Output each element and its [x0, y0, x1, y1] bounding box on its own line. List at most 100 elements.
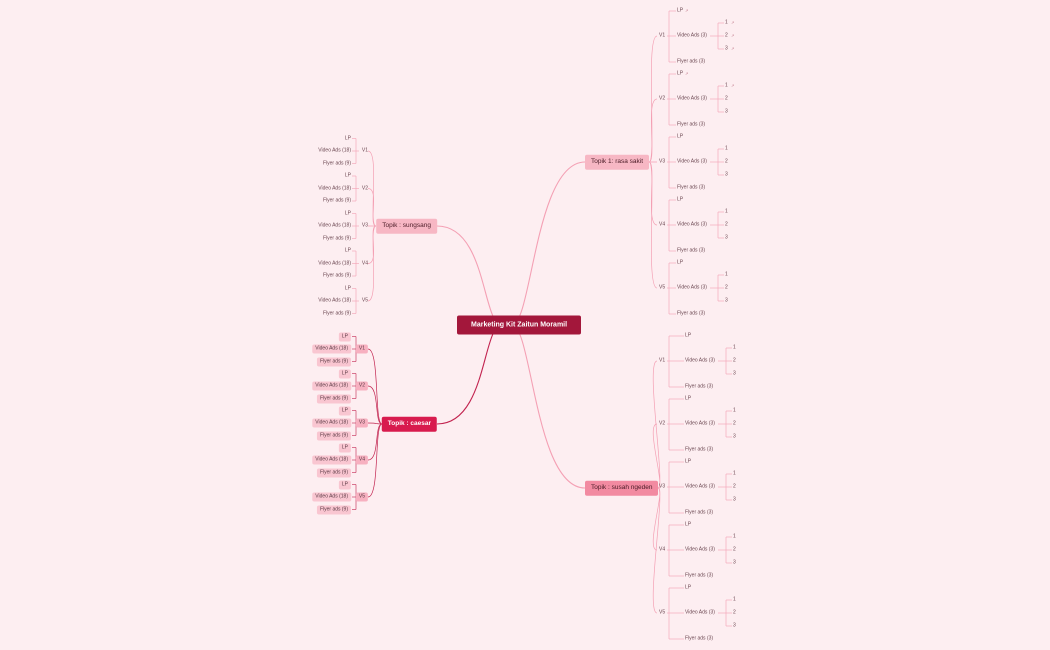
link-icon[interactable]: ↗	[731, 20, 735, 25]
version-node[interactable]: V4	[361, 260, 368, 266]
version-node[interactable]: V2	[659, 95, 666, 102]
lp-node[interactable]: LP	[344, 135, 351, 141]
lp-node[interactable]: LP	[338, 480, 351, 489]
version-node[interactable]: V5	[355, 492, 368, 502]
video-item-node[interactable]: 1	[733, 596, 736, 603]
central-topic[interactable]: Marketing Kit Zaitun Moramil	[457, 315, 582, 335]
video-item-node[interactable]: 1	[733, 470, 736, 477]
video-item-node[interactable]: 1	[725, 271, 728, 278]
version-node[interactable]: V1	[659, 357, 666, 364]
video-item-node[interactable]: 1	[725, 19, 728, 26]
video-item-node[interactable]: 3	[725, 45, 728, 52]
lp-node[interactable]: LP	[685, 521, 692, 528]
flyer-ads-node[interactable]: Flyer ads (9)	[316, 357, 351, 366]
lp-node[interactable]: LP	[344, 172, 351, 179]
video-ads-node[interactable]: Video Ads (18)	[312, 492, 351, 502]
lp-node[interactable]: LP	[338, 406, 351, 415]
flyer-ads-node[interactable]: Flyer ads (3)	[685, 509, 714, 516]
flyer-ads-node[interactable]: Flyer ads (3)	[685, 446, 714, 453]
lp-node[interactable]: LP	[338, 369, 351, 378]
video-item-node[interactable]: 1	[725, 145, 728, 152]
flyer-ads-node[interactable]: Flyer ads (9)	[316, 505, 351, 514]
flyer-ads-node[interactable]: Flyer ads (9)	[316, 468, 351, 477]
lp-node[interactable]: LP	[685, 395, 692, 402]
video-item-node[interactable]: 3	[725, 108, 728, 115]
lp-node[interactable]: LP	[338, 332, 351, 341]
video-item-node[interactable]: 3	[733, 370, 736, 377]
version-node[interactable]: V5	[659, 284, 666, 291]
version-node[interactable]: V5	[361, 297, 368, 304]
video-item-node[interactable]: 2	[725, 284, 728, 291]
flyer-ads-node[interactable]: Flyer ads (3)	[677, 121, 706, 128]
video-ads-node[interactable]: Video Ads (18)	[312, 344, 351, 354]
video-ads-node[interactable]: Video Ads (18)	[318, 222, 351, 229]
flyer-ads-node[interactable]: Flyer ads (9)	[322, 160, 351, 166]
video-item-node[interactable]: 1	[733, 533, 736, 540]
flyer-ads-node[interactable]: Flyer ads (3)	[685, 572, 714, 579]
link-icon[interactable]: ↗	[731, 83, 735, 88]
video-ads-node[interactable]: Video Ads (3)	[677, 221, 707, 228]
video-ads-node[interactable]: Video Ads (3)	[677, 284, 707, 291]
video-ads-node[interactable]: Video Ads (3)	[685, 483, 715, 490]
video-item-node[interactable]: 2	[725, 95, 728, 102]
video-item-node[interactable]: 2	[733, 546, 736, 553]
version-node[interactable]: V2	[659, 420, 666, 427]
version-node[interactable]: V2	[361, 185, 368, 191]
video-item-node[interactable]: 1	[733, 344, 736, 351]
video-ads-node[interactable]: Video Ads (3)	[685, 420, 715, 427]
video-item-node[interactable]: 2	[733, 609, 736, 616]
lp-node[interactable]: LP	[677, 7, 684, 14]
flyer-ads-node[interactable]: Flyer ads (9)	[316, 394, 351, 403]
topic-node[interactable]: Topik : susah ngeden	[585, 480, 659, 496]
video-item-node[interactable]: 2	[733, 483, 736, 490]
video-item-node[interactable]: 3	[733, 622, 736, 629]
flyer-ads-node[interactable]: Flyer ads (9)	[322, 272, 351, 279]
flyer-ads-node[interactable]: Flyer ads (3)	[677, 310, 706, 317]
video-ads-node[interactable]: Video Ads (18)	[312, 381, 351, 391]
lp-node[interactable]: LP	[685, 458, 692, 465]
lp-node[interactable]: LP	[677, 196, 684, 203]
lp-node[interactable]: LP	[344, 210, 351, 216]
video-item-node[interactable]: 2	[725, 32, 728, 39]
video-ads-node[interactable]: Video Ads (18)	[318, 297, 351, 304]
video-item-node[interactable]: 1	[725, 82, 728, 89]
video-item-node[interactable]: 3	[733, 496, 736, 503]
flyer-ads-node[interactable]: Flyer ads (9)	[322, 310, 351, 316]
version-node[interactable]: V1	[659, 32, 666, 39]
lp-node[interactable]: LP	[677, 133, 684, 140]
link-icon[interactable]: ↗	[731, 33, 735, 38]
video-item-node[interactable]: 2	[725, 221, 728, 228]
video-item-node[interactable]: 1	[725, 208, 728, 215]
topic-node[interactable]: Topik : caesar	[381, 416, 437, 432]
flyer-ads-node[interactable]: Flyer ads (3)	[677, 247, 706, 254]
flyer-ads-node[interactable]: Flyer ads (9)	[322, 235, 351, 241]
version-node[interactable]: V5	[659, 609, 666, 616]
link-icon[interactable]: ↗	[685, 8, 689, 13]
flyer-ads-node[interactable]: Flyer ads (9)	[322, 197, 351, 204]
version-node[interactable]: V3	[355, 418, 368, 428]
video-ads-node[interactable]: Video Ads (3)	[685, 609, 715, 616]
video-ads-node[interactable]: Video Ads (18)	[318, 260, 351, 266]
flyer-ads-node[interactable]: Flyer ads (3)	[677, 58, 706, 65]
topic-node[interactable]: Topik 1: rasa sakit	[585, 154, 650, 170]
version-node[interactable]: V2	[355, 381, 368, 391]
version-node[interactable]: V4	[659, 546, 666, 553]
lp-node[interactable]: LP	[685, 332, 692, 339]
video-item-node[interactable]: 1	[733, 407, 736, 414]
flyer-ads-node[interactable]: Flyer ads (3)	[685, 383, 714, 390]
video-ads-node[interactable]: Video Ads (3)	[677, 158, 707, 165]
video-ads-node[interactable]: Video Ads (3)	[685, 357, 715, 364]
video-item-node[interactable]: 2	[733, 357, 736, 364]
video-ads-node[interactable]: Video Ads (18)	[312, 418, 351, 428]
video-item-node[interactable]: 2	[725, 158, 728, 165]
lp-node[interactable]: LP	[685, 584, 692, 591]
video-ads-node[interactable]: Video Ads (3)	[685, 546, 715, 553]
video-item-node[interactable]: 3	[725, 297, 728, 304]
lp-node[interactable]: LP	[344, 285, 351, 291]
version-node[interactable]: V1	[355, 344, 368, 354]
video-item-node[interactable]: 3	[725, 234, 728, 241]
flyer-ads-node[interactable]: Flyer ads (3)	[685, 635, 714, 642]
flyer-ads-node[interactable]: Flyer ads (3)	[677, 184, 706, 191]
video-item-node[interactable]: 2	[733, 420, 736, 427]
